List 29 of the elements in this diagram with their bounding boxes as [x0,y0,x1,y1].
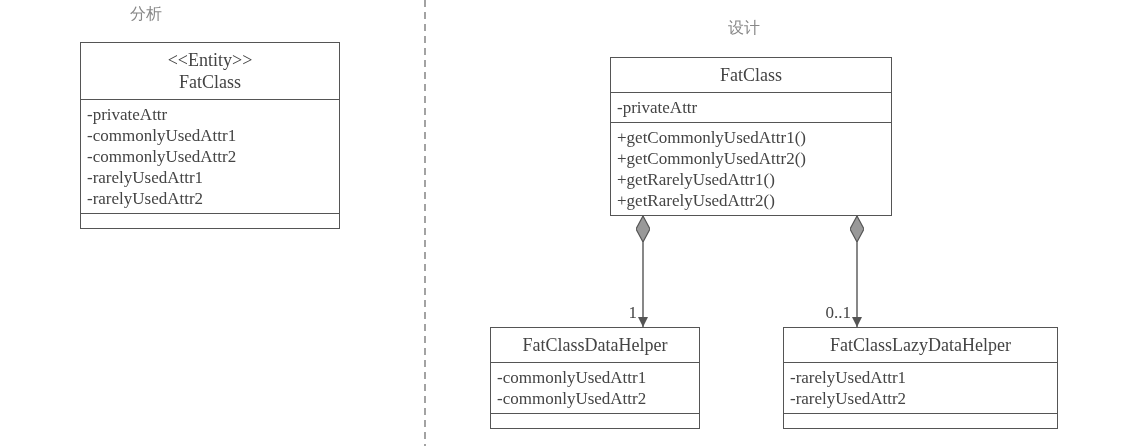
member-text: -rarelyUsedAttr1 [790,367,908,388]
class-name: FatClassLazyDataHelper [830,334,1011,356]
uml-class-box [610,57,892,216]
section-heading: 设计 [728,17,760,39]
uml-class-box [80,42,340,229]
class-name: FatClass [179,71,241,93]
uml-class-box [490,327,700,429]
member-text: +getCommonlyUsedAttr2() [617,148,807,169]
multiplicity-label: 0..1 [825,303,852,323]
member-text: +getCommonlyUsedAttr1() [617,127,807,148]
class-name: <<Entity>> [167,49,253,71]
member-text: -commonlyUsedAttr2 [497,388,648,409]
member-text: -rarelyUsedAttr1 [87,167,205,188]
class-name: FatClassDataHelper [522,334,668,356]
uml-class-box [783,327,1058,429]
multiplicity-label: 1 [628,303,638,323]
member-text: -privateAttr [617,97,699,118]
member-text: +getRarelyUsedAttr2() [617,190,776,211]
member-text: -commonlyUsedAttr1 [497,367,648,388]
composition-arrow [635,215,651,328]
composition-arrow [849,215,865,328]
member-text: -commonlyUsedAttr2 [87,146,238,167]
class-name: FatClass [720,64,782,86]
member-text: -privateAttr [87,104,169,125]
section-heading: 分析 [130,3,162,25]
member-text: -rarelyUsedAttr2 [790,388,908,409]
member-text: +getRarelyUsedAttr1() [617,169,776,190]
member-text: -commonlyUsedAttr1 [87,125,238,146]
member-text: -rarelyUsedAttr2 [87,188,205,209]
